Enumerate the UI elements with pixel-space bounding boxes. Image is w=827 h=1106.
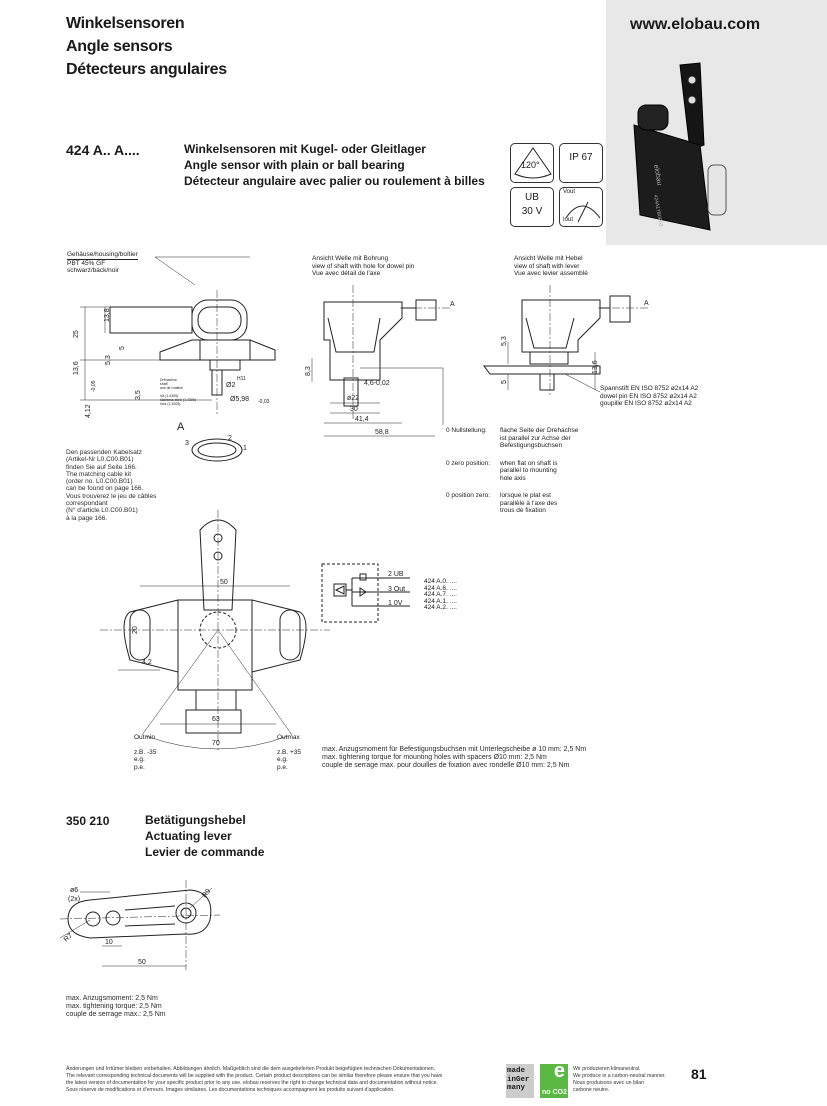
svg-text:elobau: elobau [652, 164, 663, 186]
circuit-diagram: 2 UB 3 Out 1 0V [321, 563, 410, 623]
svg-text:70: 70 [212, 740, 220, 747]
product-description: Winkelsensoren mit Kugel- oder Gleitlage… [184, 142, 485, 188]
svg-text:13,6: 13,6 [73, 361, 80, 375]
housing-label: Gehäuse/housing/boîtier PBT 45% GF schwa… [67, 251, 138, 274]
climate-neutral-text: Wir produzieren klimaneutral.We produce … [573, 1066, 666, 1093]
svg-text:25: 25 [73, 330, 80, 338]
svg-text:5: 5 [119, 346, 126, 350]
svg-text:424A17B0P03: 424A17B0P03 [652, 194, 664, 227]
svg-text:58,8: 58,8 [375, 429, 389, 436]
svg-text:axe de rotation: axe de rotation [160, 386, 183, 390]
ip-rating-icon: IP 67 [559, 143, 603, 183]
svg-text:(2x): (2x) [68, 896, 80, 903]
svg-text:1: 1 [243, 445, 247, 452]
svg-text:4,12: 4,12 [85, 404, 92, 418]
svg-text:30: 30 [350, 406, 358, 413]
zero-position-notes: 0 Nullstellung:flache Seite der Drehachs… [446, 427, 579, 514]
svg-text:8,3: 8,3 [305, 366, 312, 376]
torque-note: max. Anzugsmoment für Befestigungsbuchse… [322, 746, 587, 769]
svg-text:2 UB: 2 UB [388, 571, 404, 578]
svg-text:-0,03: -0,03 [258, 399, 270, 405]
page-number: 81 [691, 1066, 707, 1082]
svg-text:R7: R7 [63, 932, 74, 943]
svg-text:4,6-0,02: 4,6-0,02 [364, 380, 390, 387]
svg-text:inox (1.4305): inox (1.4305) [160, 402, 180, 406]
product-photo: elobau 424A17B0P03 [633, 62, 727, 231]
svg-text:H11: H11 [237, 376, 246, 382]
svg-text:ø6: ø6 [70, 887, 78, 894]
svg-text:20: 20 [132, 626, 139, 634]
lever-drawing: ø6 (2x) R9 R7 10 50 [59, 880, 221, 970]
svg-text:3 Out: 3 Out [388, 586, 405, 593]
svg-text:VA (1.4305): VA (1.4305) [160, 394, 178, 398]
svg-text:3: 3 [185, 440, 189, 447]
svg-text:50: 50 [220, 579, 228, 586]
svg-text:41,4: 41,4 [355, 416, 369, 423]
svg-text:10: 10 [105, 939, 113, 946]
output-gauge-icon: Vout Iout [559, 187, 603, 227]
svg-text:Ø2: Ø2 [226, 382, 235, 389]
svg-text:13,6: 13,6 [592, 360, 599, 374]
lever-number: 350 210 [66, 814, 110, 828]
svg-text:2: 2 [228, 435, 232, 442]
svg-text:1 0V: 1 0V [388, 600, 403, 607]
svg-text:63: 63 [212, 716, 220, 723]
shaft-hole-drawing: A 8,3 4,6-0,02 ø22 30 41,4 58,8 [305, 285, 455, 437]
svg-text:A: A [177, 421, 185, 433]
svg-text:50: 50 [138, 959, 146, 966]
svg-text:R9: R9 [201, 888, 212, 899]
svg-text:4,2: 4,2 [142, 659, 152, 666]
shaft-lever-drawing: A 5,3 5 13,6 [483, 285, 650, 395]
svg-text:5,3: 5,3 [105, 355, 112, 365]
website-link[interactable]: www.elobau.com [630, 16, 761, 33]
sensor-side-drawing: 25 13,8 5 5,3 13,6 3,5 -0,05 4,12 Ø2H11 … [73, 256, 276, 462]
svg-text:Drehachse: Drehachse [160, 378, 177, 382]
variant-list: 424 A.0. ....424 A.6. ....424 A.7. ....4… [424, 578, 457, 611]
svg-text:ø22: ø22 [347, 395, 359, 402]
svg-text:5: 5 [501, 380, 508, 384]
svg-text:shaft: shaft [160, 382, 168, 386]
svg-text:A: A [644, 300, 649, 307]
page-title: Winkelsensoren Angle sensors Détecteurs … [66, 15, 227, 78]
rotation-angle-icon: 120° [510, 143, 554, 183]
svg-text:A: A [450, 301, 455, 308]
footer-disclaimer: Änderungen und Irrtümer bleiben vorbehal… [66, 1066, 443, 1093]
sensor-top-drawing: 50 20 4,2 63 70 [100, 510, 330, 750]
svg-text:Ø5,98: Ø5,98 [230, 396, 249, 403]
svg-text:-0,05: -0,05 [91, 380, 97, 392]
svg-text:13,8: 13,8 [104, 308, 111, 322]
cable-kit-note: Den passenden Kabelsatz(Artikel-Nr L0.C0… [66, 449, 157, 522]
svg-text:3,5: 3,5 [135, 390, 142, 400]
svg-text:stainless steel (1.4305): stainless steel (1.4305) [160, 398, 196, 402]
svg-text:5,3: 5,3 [501, 336, 508, 346]
no-co2-logo: e no CO2 [540, 1060, 568, 1098]
product-number: 424 A.. A.... [66, 142, 140, 158]
